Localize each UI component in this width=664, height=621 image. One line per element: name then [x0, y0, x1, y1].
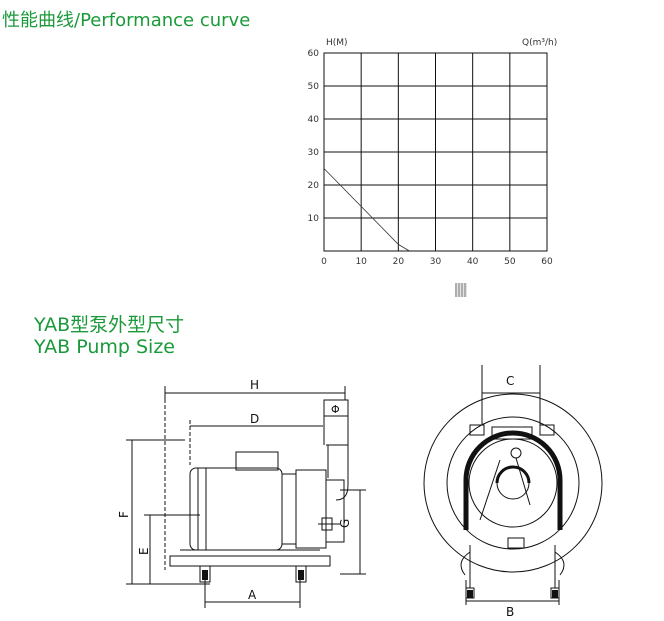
chart-tick-labels: 0 10 20 30 40 50 60 10 20 30 40 50 60	[308, 49, 553, 267]
y-tick-label: 40	[308, 115, 320, 125]
performance-curve-title: 性能曲线/Performance curve	[2, 10, 251, 31]
y-tick-label: 30	[308, 148, 320, 158]
x-tick-label: 60	[541, 257, 553, 267]
pump-casing	[325, 479, 345, 543]
pump-size-title-en: YAB Pump Size	[34, 336, 175, 358]
x-tick-label: 40	[467, 257, 479, 267]
dim-label-c: C	[506, 374, 514, 388]
dim-label-b: B	[506, 605, 514, 619]
dim-phi-box	[323, 399, 349, 417]
y-tick-label: 50	[308, 82, 320, 92]
dim-label-h: H	[250, 378, 259, 392]
y-tick-label: 20	[308, 181, 320, 191]
y-tick-label: 60	[308, 49, 320, 59]
x-axis-label: Q(m³/h)	[522, 38, 557, 48]
x-tick-label: 10	[355, 257, 367, 267]
dim-label-phi: Φ	[331, 403, 340, 416]
dim-label-a: A	[248, 588, 257, 602]
y-tick-label: 10	[308, 214, 320, 224]
x-tick-label: 0	[321, 257, 327, 267]
scan-artifact	[455, 283, 467, 297]
dim-label-d: D	[250, 412, 259, 426]
y-axis-label: H(M)	[326, 38, 348, 48]
x-tick-label: 20	[393, 257, 405, 267]
front-outer-circle	[423, 393, 603, 573]
x-tick-label: 50	[504, 257, 516, 267]
dim-label-e: E	[137, 547, 151, 555]
pump-base	[169, 555, 331, 567]
dim-label-g: G	[338, 519, 352, 528]
chart-grid	[323, 52, 548, 252]
lifting-handle	[463, 430, 563, 530]
pump-size-title-cn: YAB型泵外型尺寸	[34, 314, 185, 336]
chart-series	[323, 168, 410, 252]
x-tick-label: 30	[430, 257, 442, 267]
performance-curve-line	[323, 168, 410, 252]
dim-label-f: F	[117, 511, 131, 518]
